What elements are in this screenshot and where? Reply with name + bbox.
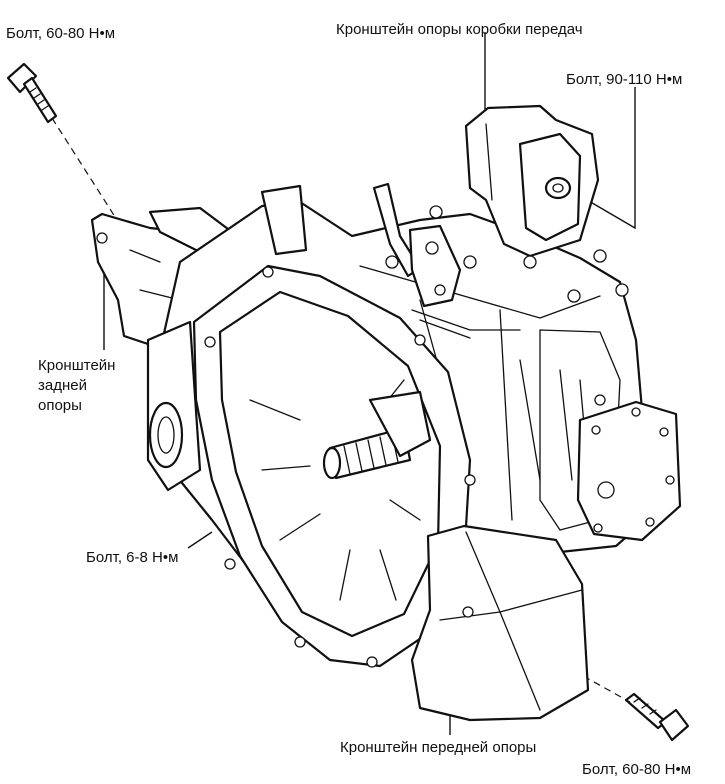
side-cover <box>576 400 682 542</box>
left-housing <box>146 320 202 492</box>
label-bolt-middle: Болт, 6-8 Н•м <box>86 549 179 566</box>
label-bolt-top-left: Болт, 60-80 Н•м <box>6 25 116 42</box>
body-bolts <box>523 249 636 426</box>
label-front-mount-bracket: Кронштейн передней опоры <box>340 739 537 756</box>
input-shaft <box>322 390 432 480</box>
bolt-bottom-right-drawing <box>624 692 690 742</box>
gearbox-mount-bracket <box>464 104 600 258</box>
front-mount-bracket <box>410 524 590 722</box>
bolt-top-left-drawing <box>6 62 58 124</box>
leader-bolt-middle <box>187 531 213 549</box>
label-rear-bracket-line2: задней <box>38 377 87 394</box>
label-rear-bracket-line3: опоры <box>38 397 82 414</box>
label-gearbox-mount-bracket: Кронштейн опоры коробки передач <box>336 21 583 38</box>
label-bolt-bottom-right: Болт, 60-80 Н•м <box>582 761 692 778</box>
label-rear-bracket-line1: Кронштейн <box>38 357 116 374</box>
shift-linkage <box>260 182 521 339</box>
label-bolt-top-right: Болт, 90-110 Н•м <box>566 71 683 88</box>
